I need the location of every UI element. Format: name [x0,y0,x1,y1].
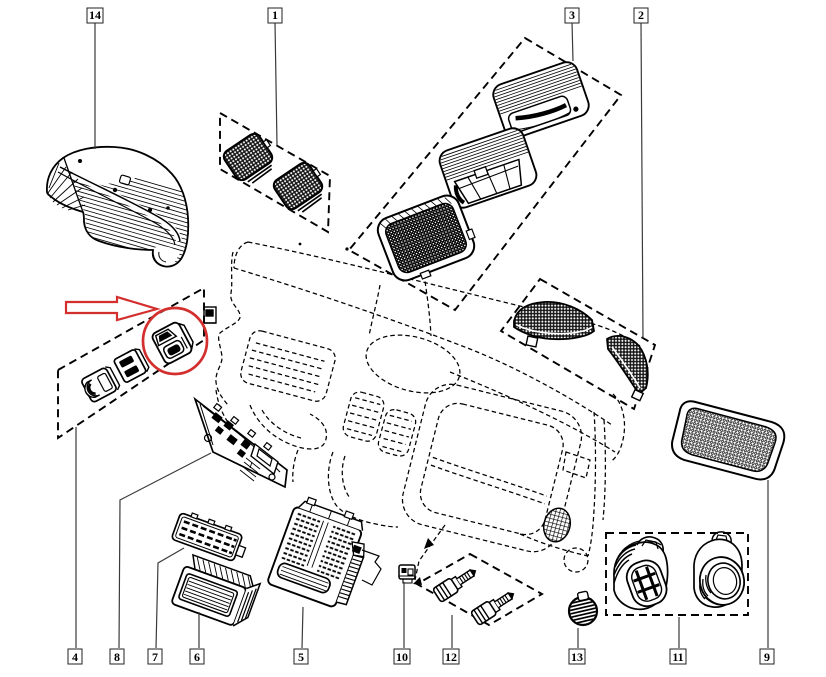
svg-text:6: 6 [194,650,200,664]
svg-text:11: 11 [672,650,683,664]
svg-text:5: 5 [298,650,304,664]
svg-text:4: 4 [72,650,78,664]
svg-text:13: 13 [571,650,583,664]
svg-text:14: 14 [89,8,101,22]
svg-text:10: 10 [396,650,408,664]
svg-text:7: 7 [152,650,158,664]
svg-text:12: 12 [445,650,457,664]
svg-text:8: 8 [114,650,120,664]
svg-text:1: 1 [272,8,278,22]
svg-text:2: 2 [638,8,644,22]
svg-text:3: 3 [569,8,575,22]
svg-text:9: 9 [764,650,770,664]
